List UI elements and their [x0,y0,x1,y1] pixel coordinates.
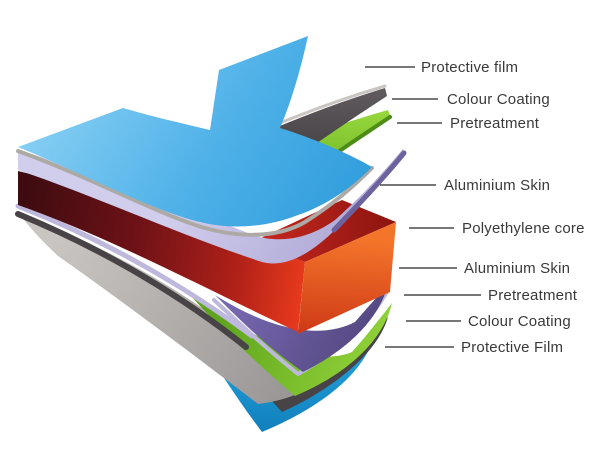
label-colour-coating-bottom: Colour Coating [468,313,571,330]
edge-aluminium-skin-tip-shadow [331,150,407,233]
label-aluminium-skin-top: Aluminium Skin [444,177,550,194]
label-pretreatment-top: Pretreatment [450,115,540,132]
layer-aluminium-skin-top [18,149,405,264]
edge-silver-under-film [16,149,374,237]
label-pretreatment-bottom: Pretreatment [488,287,578,304]
edge-colour-coating-left-strip [15,211,249,350]
layer-protective-film-top [18,36,372,227]
leader-lines [365,66,481,348]
layer-polyethylene-core-side [298,222,396,334]
layer-labels: Protective film Colour Coating Pretreatm… [421,59,585,356]
label-protective-film-bottom: Protective Film [461,339,563,356]
layer-aluminium-skin-bottom [215,284,388,372]
label-colour-coating-top: Colour Coating [447,91,550,108]
label-aluminium-skin-bottom: Aluminium Skin [464,260,570,277]
label-polyethylene-core: Polyethylene core [462,220,585,237]
layer-polyethylene-core-front [18,171,305,332]
edge-aluminium-skin-left-strip [15,203,255,339]
layer-pretreatment-bottom [190,295,392,396]
label-protective-film-top: Protective film [421,59,518,76]
